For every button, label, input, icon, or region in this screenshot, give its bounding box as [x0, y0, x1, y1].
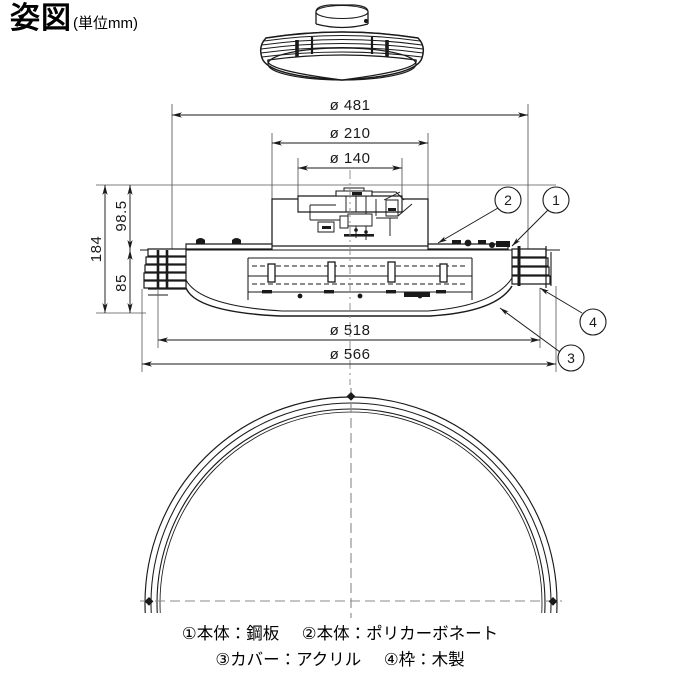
dimension-height-total: 184 — [88, 184, 146, 314]
legend-row-1: ①本体：鋼板 ②本体：ポリカーボネート — [0, 622, 680, 648]
dimension-label-85: 85 — [113, 274, 130, 292]
dimension-label-184: 184 — [88, 236, 105, 263]
callout-balloon-3[interactable]: 3 — [499, 307, 585, 372]
dimension-height-upper: 98.5 — [113, 185, 133, 250]
callout-label-2: 2 — [504, 192, 512, 208]
cross-section-view — [140, 170, 560, 385]
title-unit-text: (単位mm) — [73, 15, 138, 32]
plan-quadrant-markers — [144, 392, 558, 606]
legend-item-4: ④枠：木製 — [383, 650, 465, 669]
legend-item-1: ①本体：鋼板 — [181, 625, 280, 643]
callout-balloon-4[interactable]: 4 — [539, 287, 607, 336]
material-legend: ①本体：鋼板 ②本体：ポリカーボネート ③カバー：アクリル ④枠：木製 — [0, 622, 680, 673]
dimension-label-566: ø 566 — [330, 346, 371, 363]
title-main-text: 姿図 — [10, 2, 72, 35]
callout-label-1: 1 — [552, 192, 560, 208]
dimension-outer-bottom: ø 566 — [141, 286, 557, 372]
dimension-label-518: ø 518 — [330, 322, 371, 339]
callout-label-4: 4 — [589, 314, 597, 330]
dimension-inner-top: ø 140 — [297, 150, 403, 196]
dimension-mid-top: ø 210 — [271, 125, 429, 205]
perspective-view — [259, 4, 425, 81]
dimension-outer-top: ø 481 — [171, 97, 529, 250]
legend-row-2: ③カバー：アクリル ④枠：木製 — [0, 648, 680, 674]
dimension-label-98-5: 98.5 — [113, 200, 130, 231]
dimension-inner-bottom: ø 518 — [157, 288, 541, 348]
dimension-label-481: ø 481 — [330, 97, 371, 114]
callout-balloon-1[interactable]: 1 — [511, 186, 570, 247]
legend-item-3: ③カバー：アクリル — [215, 650, 362, 669]
plan-centerlines — [140, 388, 562, 618]
callout-label-3: 3 — [567, 350, 575, 366]
callout-balloon-2[interactable]: 2 — [437, 186, 522, 244]
legend-item-2: ②本体：ポリカーボネート — [301, 625, 499, 643]
dimension-height-lower: 85 — [113, 250, 133, 313]
dimension-label-210: ø 210 — [330, 125, 371, 142]
dimension-label-140: ø 140 — [330, 150, 371, 167]
page-title: 姿図 (単位mm) — [10, 4, 138, 34]
